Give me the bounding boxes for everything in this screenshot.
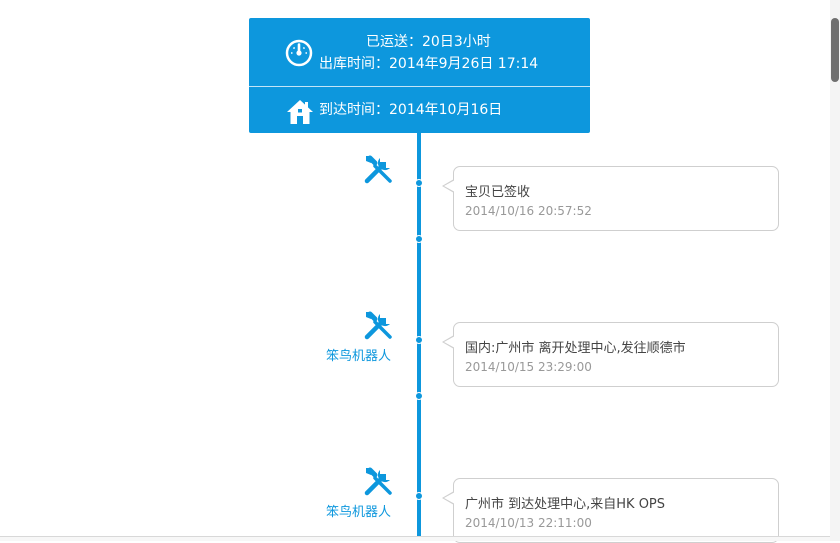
tracking-event-card: 广州市 到达处理中心,来自HK OPS 2014/10/13 22:11:00 [442, 478, 779, 543]
event-operator: 笨鸟机器人 [326, 349, 392, 364]
event-operator: 笨鸟机器人 [326, 505, 392, 520]
card-pointer [444, 180, 455, 192]
timeline-dot [415, 336, 423, 344]
tracking-event-card: 国内:广州市 离开处理中心,发往顺德市 2014/10/15 23:29:00 [442, 322, 779, 387]
timeline-dot [415, 179, 423, 187]
tracking-event-card: 宝贝已签收 2014/10/16 20:57:52 [442, 166, 779, 231]
event-time: 2014/10/16 20:57:52 [465, 204, 592, 218]
event-time: 2014/10/15 23:29:00 [465, 360, 592, 374]
shipment-duration-row: 已运送：20日3小时 出库时间：2014年9月26日 17:14 [249, 18, 590, 87]
card-pointer [444, 492, 455, 504]
shipment-summary-header: 已运送：20日3小时 出库时间：2014年9月26日 17:14 到达时间：20… [249, 18, 590, 133]
vertical-scrollbar[interactable] [830, 0, 840, 541]
bottom-bar [0, 536, 830, 541]
event-time: 2014/10/13 22:11:00 [465, 516, 592, 530]
timeline-dot [415, 235, 423, 243]
tools-icon [364, 155, 392, 184]
tools-icon [364, 467, 392, 496]
scrollbar-thumb[interactable] [831, 18, 839, 82]
home-icon [287, 100, 313, 124]
event-message: 国内:广州市 离开处理中心,发往顺德市 [465, 341, 686, 356]
event-message: 宝贝已签收 [465, 185, 531, 200]
out-of-warehouse-time: 出库时间：2014年9月26日 17:14 [319, 56, 539, 72]
card-pointer [444, 336, 455, 348]
speedometer-icon [285, 39, 313, 67]
tools-icon [364, 311, 392, 340]
arrival-row: 到达时间：2014年10月16日 [249, 87, 590, 133]
timeline-dot [415, 492, 423, 500]
shipped-duration: 已运送：20日3小时 [366, 34, 491, 50]
arrival-time: 到达时间：2014年10月16日 [319, 102, 503, 118]
timeline-dot [415, 392, 423, 400]
event-message: 广州市 到达处理中心,来自HK OPS [465, 497, 666, 512]
